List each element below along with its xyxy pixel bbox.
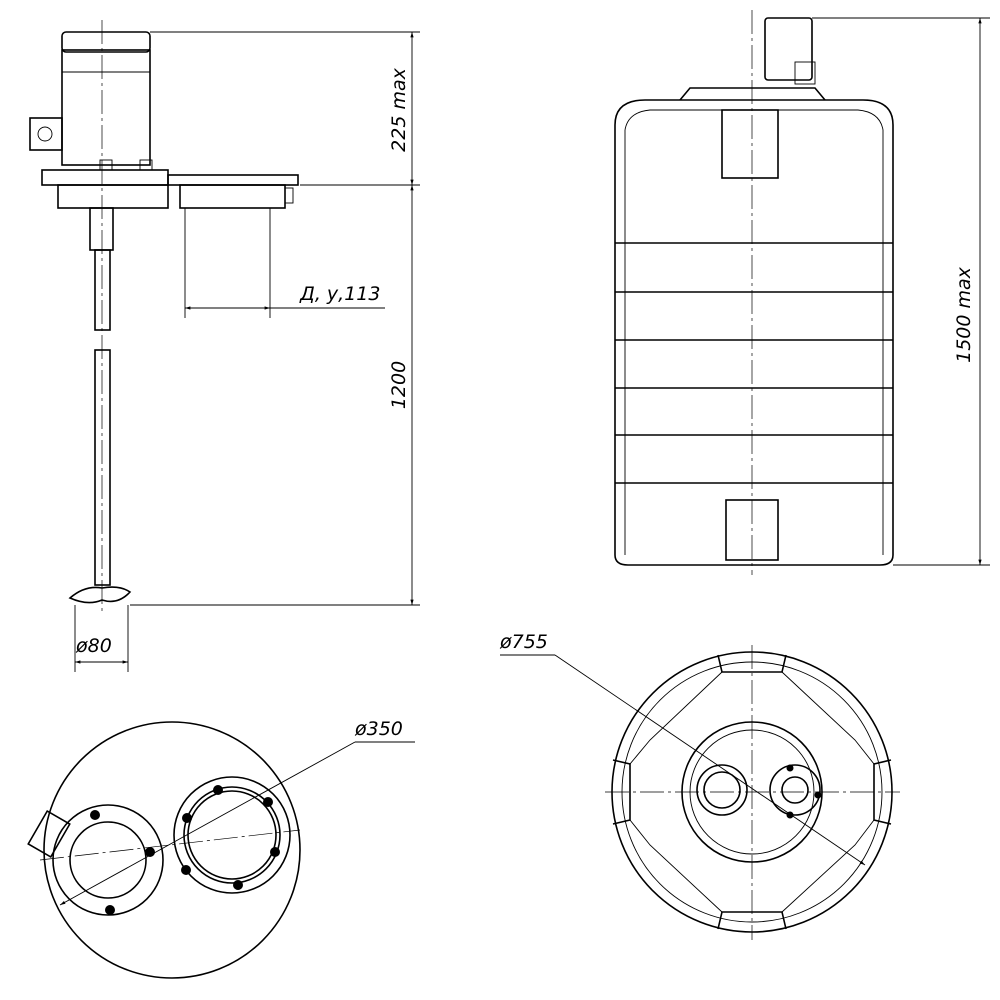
mixer-elevation-view <box>29 20 299 615</box>
dim-tank-diameter: ø755 <box>499 631 548 653</box>
tank-elevation-view <box>614 10 894 575</box>
tank-plan-view: ø755 <box>499 631 900 940</box>
dim-motor-height: 225 max <box>388 67 410 151</box>
dim-tank-height: 1500 max <box>953 266 975 363</box>
dim-impeller-diameter: ø80 <box>75 635 112 657</box>
mixer-dimensions: 225 max 1200 Д, у,113 ø80 <box>74 31 420 672</box>
mixer-plan-view: ø350 <box>27 718 415 979</box>
dim-mixer-plan-diameter: ø350 <box>354 718 403 740</box>
tank-dimensions: 1500 max <box>812 17 990 566</box>
dim-nozzle: Д, у,113 <box>299 283 380 305</box>
dim-shaft-length: 1200 <box>388 361 410 409</box>
